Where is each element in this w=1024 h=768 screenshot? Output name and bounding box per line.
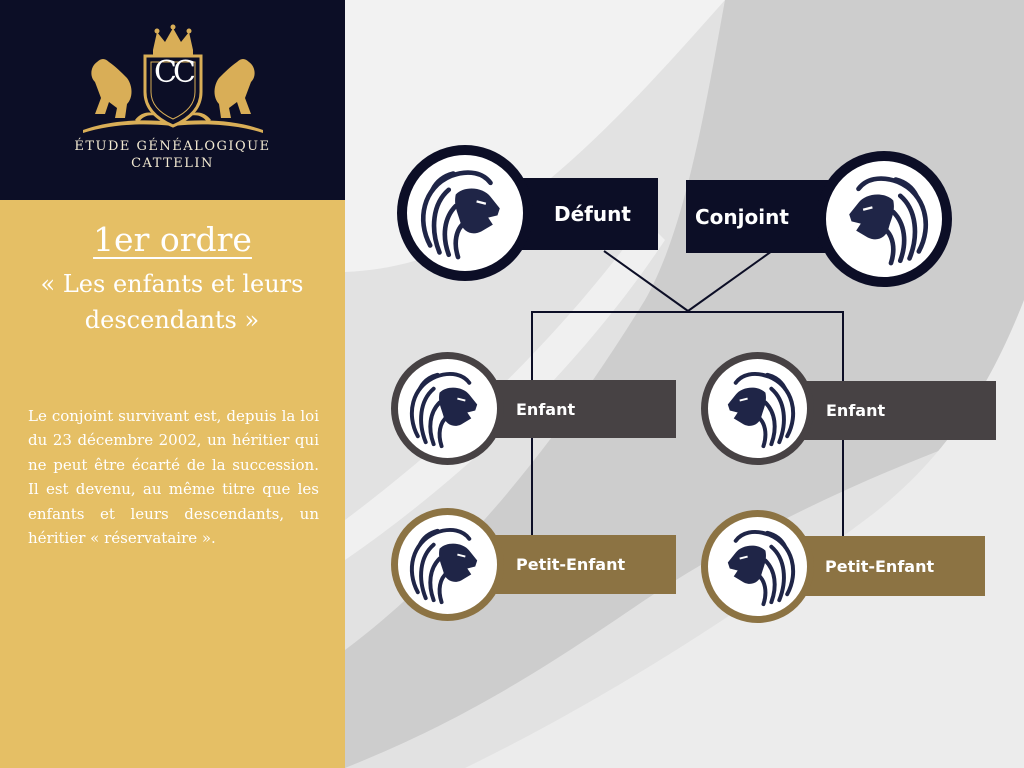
petit-enfant-left-label: Petit-Enfant [516, 555, 626, 574]
conjoint-node: Conjoint [686, 180, 836, 253]
brand-name-line2: CATTELIN [131, 156, 214, 171]
lion-crest-icon [83, 24, 263, 133]
defunt-node: Défunt [520, 178, 658, 250]
description-text: Le conjoint survivant est, depuis la loi… [28, 407, 319, 548]
order-subtitle: « Les enfants et leurs descendants » [40, 270, 304, 334]
lion-head-icon [816, 151, 952, 287]
petit-enfant-right-node: Petit-Enfant [800, 536, 985, 596]
enfant-right-label: Enfant [826, 401, 886, 420]
brand-name-line1: ÉTUDE GÉNÉALOGIQUE [74, 139, 271, 154]
enfant-right-node: Enfant [800, 381, 996, 440]
info-panel [0, 200, 345, 768]
logo-monogram: CC [154, 55, 196, 90]
petit-enfant-right-label: Petit-Enfant [825, 556, 935, 576]
lion-head-icon [701, 510, 814, 623]
lion-head-icon [391, 508, 504, 621]
lion-head-icon [397, 145, 533, 281]
enfant-left-label: Enfant [516, 399, 576, 419]
defunt-label: Défunt [554, 202, 631, 226]
conjoint-label: Conjoint [695, 204, 789, 229]
brand-panel: CC ÉTUDE GÉNÉALOGIQUE CATTELIN [0, 0, 345, 200]
petit-enfant-left-node: Petit-Enfant [490, 535, 676, 594]
enfant-left-node: Enfant [490, 380, 676, 438]
order-title: 1er ordre [93, 220, 252, 259]
lion-head-icon [701, 352, 814, 465]
lion-head-icon [391, 352, 504, 465]
